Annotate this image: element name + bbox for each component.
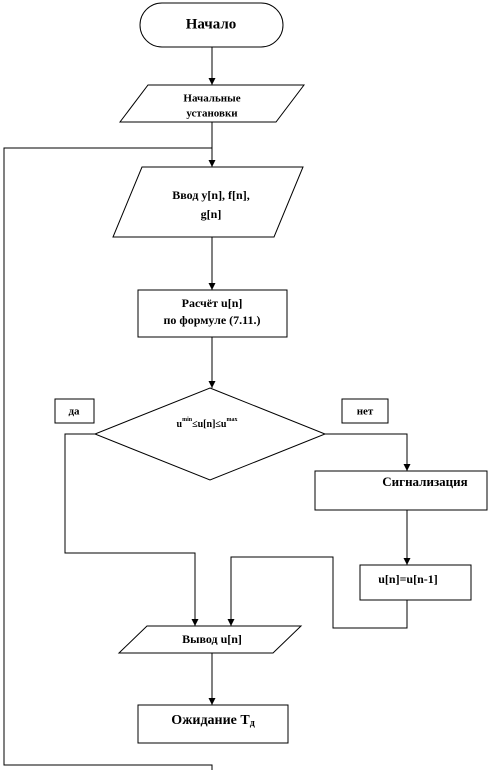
wait-subscript: д <box>250 718 255 729</box>
assign-return-line <box>227 556 408 629</box>
output-label: Вывод u[n] <box>182 632 242 646</box>
condition-middle: ≤u[n]≤u <box>192 419 227 430</box>
assign-block: u[n]=u[n-1] <box>359 564 472 601</box>
loop-back-line <box>3 147 213 770</box>
init-label-line2: установки <box>186 108 238 120</box>
condition-max: max <box>226 417 237 423</box>
condition-label: umin≤u[n]≤umax <box>177 417 238 430</box>
input-label-line2: g[n] <box>201 207 222 221</box>
input-block: Ввод y[n], f[n], g[n] <box>112 166 304 238</box>
init-block: Начальные установки <box>118 84 306 123</box>
wait-text: Ожидание Т <box>171 713 250 728</box>
alarm-label: Сигнализация <box>382 474 467 489</box>
no-label: нет <box>357 406 374 418</box>
input-label-line1: Ввод y[n], f[n], <box>172 188 249 202</box>
yes-label-box: да <box>54 398 95 424</box>
calc-label-line1: Расчёт u[n] <box>182 296 243 310</box>
calc-label-line2: по формуле (7.11.) <box>164 313 261 327</box>
connectors <box>3 47 411 770</box>
start-terminator: Начало <box>139 2 284 48</box>
wait-label: Ожидание Тд <box>171 713 255 729</box>
wait-block: Ожидание Тд <box>137 704 289 744</box>
start-label: Начало <box>186 16 237 32</box>
alarm-block: Сигнализация <box>314 470 488 511</box>
calc-block: Расчёт u[n] по формуле (7.11.) <box>137 289 288 338</box>
condition-u: u <box>177 419 183 430</box>
yes-label: да <box>68 406 80 418</box>
assign-label: u[n]=u[n-1] <box>378 572 438 586</box>
condition-min: min <box>182 417 193 423</box>
init-label-line1: Начальные <box>183 93 240 105</box>
yes-branch-line <box>64 433 199 626</box>
output-block: Вывод u[n] <box>117 625 303 654</box>
no-label-box: нет <box>341 398 389 424</box>
decision-block: umin≤u[n]≤umax <box>93 387 327 481</box>
no-branch-line <box>325 433 411 471</box>
